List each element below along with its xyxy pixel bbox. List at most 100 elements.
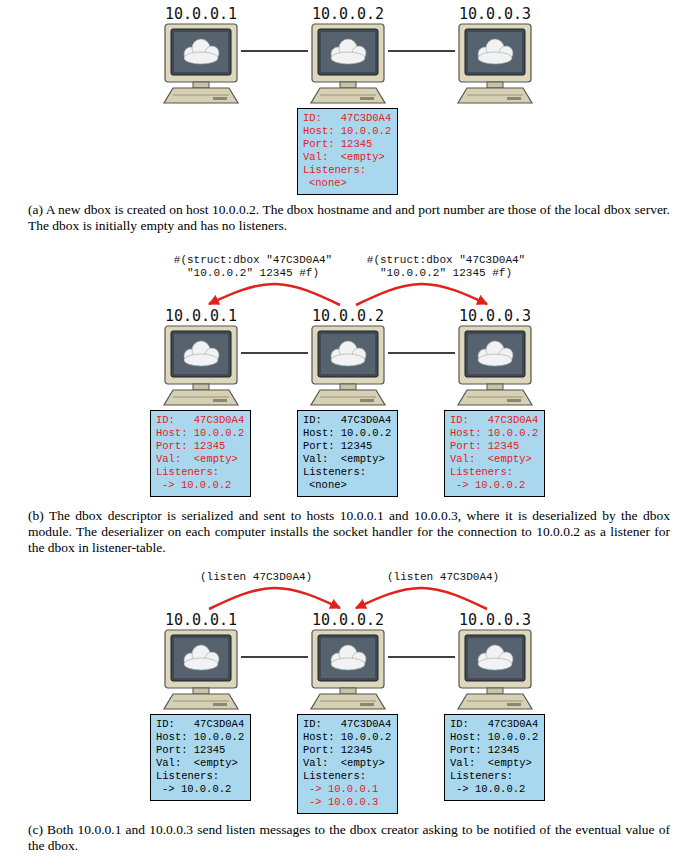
record-line: Host: 10.0.0.2 [156,427,244,440]
message-arrow [356,588,487,609]
record-line: <none> [303,479,391,492]
message-label: (listen 47C3D0A4) [385,571,501,584]
record-line: Listeners: [156,466,244,479]
record-line: -> 10.0.0.3 [303,796,391,809]
network-link [241,50,308,52]
record-line: Listeners: [450,770,538,783]
computer-icon [458,326,532,405]
network-link [388,352,455,354]
record-line: Host: 10.0.0.2 [303,731,391,744]
computer-node: 10.0.0.3 [455,308,535,409]
record-line: Port: 12345 [450,440,538,453]
message-label: #(struct:dbox "47C3D0A4" "10.0.0.2" 1234… [165,254,341,280]
computer-icon [164,326,238,405]
figure-caption: (a) A new dbox is created on host 10.0.0… [28,202,670,234]
computer-icon [455,629,535,713]
computer-icon [164,24,238,103]
computer-icon [458,24,532,103]
host-label: 10.0.0.2 [308,308,388,325]
dbox-record: ID: 47C3D0A4Host: 10.0.0.2Port: 12345Val… [150,714,251,801]
message-label: #(struct:dbox "47C3D0A4" "10.0.0.2" 1234… [358,254,534,280]
record-line: -> 10.0.0.2 [450,479,538,492]
record-line: Listeners: [303,770,391,783]
record-line: Host: 10.0.0.2 [156,731,244,744]
message-arrow [209,588,340,609]
record-line: ID: 47C3D0A4 [156,414,244,427]
host-label: 10.0.0.3 [455,6,535,23]
computer-icon [311,630,385,709]
record-line: Port: 12345 [303,138,391,151]
record-line: ID: 47C3D0A4 [303,718,391,731]
host-label: 10.0.0.3 [455,308,535,325]
computer-node: 10.0.0.2 [308,6,388,107]
computer-node: 10.0.0.2 [308,612,388,713]
record-line: Listeners: [303,466,391,479]
record-line: Val: <empty> [450,757,538,770]
record-line: ID: 47C3D0A4 [450,718,538,731]
record-line: ID: 47C3D0A4 [156,718,244,731]
computer-node: 10.0.0.1 [161,612,241,713]
host-label: 10.0.0.2 [308,6,388,23]
computer-icon [308,23,388,107]
network-link [241,656,308,658]
record-line: Listeners: [303,164,391,177]
record-line: Val: <empty> [303,453,391,466]
record-line: Port: 12345 [303,744,391,757]
record-line: -> 10.0.0.2 [156,479,244,492]
record-line: Host: 10.0.0.2 [303,427,391,440]
host-label: 10.0.0.2 [308,612,388,629]
dbox-record: ID: 47C3D0A4Host: 10.0.0.2Port: 12345Val… [444,714,545,801]
computer-icon [311,326,385,405]
record-line: ID: 47C3D0A4 [450,414,538,427]
record-line: Host: 10.0.0.2 [450,427,538,440]
message-arrow [209,284,340,305]
dbox-record: ID: 47C3D0A4Host: 10.0.0.2Port: 12345Val… [444,410,545,497]
record-line: Listeners: [156,770,244,783]
computer-node: 10.0.0.1 [161,6,241,107]
host-label: 10.0.0.1 [161,612,241,629]
record-line: ID: 47C3D0A4 [303,112,391,125]
record-line: ID: 47C3D0A4 [303,414,391,427]
computer-icon [161,23,241,107]
message-label: (listen 47C3D0A4) [198,571,314,584]
computer-node: 10.0.0.3 [455,612,535,713]
record-line: Val: <empty> [303,151,391,164]
record-line: Val: <empty> [303,757,391,770]
dbox-record: ID: 47C3D0A4Host: 10.0.0.2Port: 12345Val… [297,108,398,195]
dbox-record: ID: 47C3D0A4Host: 10.0.0.2Port: 12345Val… [297,410,398,497]
record-line: Val: <empty> [156,453,244,466]
computer-icon [161,325,241,409]
dbox-record: ID: 47C3D0A4Host: 10.0.0.2Port: 12345Val… [297,714,398,814]
computer-icon [164,630,238,709]
host-label: 10.0.0.3 [455,612,535,629]
figure-caption: (c) Both 10.0.0.1 and 10.0.0.3 send list… [28,822,670,854]
record-line: Host: 10.0.0.2 [450,731,538,744]
computer-icon [161,629,241,713]
dbox-record: ID: 47C3D0A4Host: 10.0.0.2Port: 12345Val… [150,410,251,497]
record-line: -> 10.0.0.2 [156,783,244,796]
record-line: Port: 12345 [156,744,244,757]
record-line: <none> [303,177,391,190]
computer-icon [308,629,388,713]
computer-icon [455,325,535,409]
figure-caption: (b) The dbox descriptor is serialized an… [28,508,670,556]
computer-icon [311,24,385,103]
record-line: Listeners: [450,466,538,479]
computer-node: 10.0.0.3 [455,6,535,107]
record-line: Port: 12345 [450,744,538,757]
record-line: Port: 12345 [156,440,244,453]
computer-icon [308,325,388,409]
host-label: 10.0.0.1 [161,308,241,325]
record-line: Val: <empty> [156,757,244,770]
network-link [388,50,455,52]
host-label: 10.0.0.1 [161,6,241,23]
network-link [388,656,455,658]
computer-node: 10.0.0.1 [161,308,241,409]
computer-icon [455,23,535,107]
computer-icon [458,630,532,709]
record-line: Host: 10.0.0.2 [303,125,391,138]
computer-node: 10.0.0.2 [308,308,388,409]
record-line: -> 10.0.0.1 [303,783,391,796]
record-line: Port: 12345 [303,440,391,453]
message-arrow [356,284,487,305]
